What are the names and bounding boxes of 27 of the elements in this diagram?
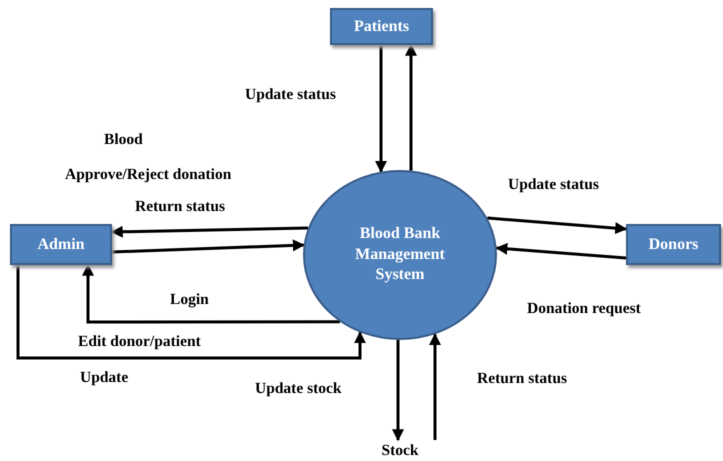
process-circle [303,170,497,340]
edge-label: Edit donor/patient [78,333,201,351]
arrow [112,239,305,254]
arrow [487,216,628,234]
node-label: Donors [648,236,698,254]
node-label: Blood Bank Management System [354,224,446,286]
arrow [495,242,626,260]
arrow [16,265,366,360]
edge-label: Update status [245,86,336,104]
node-label: Admin [37,236,85,254]
arrow [82,264,340,324]
arrow [392,340,404,442]
edge-label: Login [170,291,209,309]
arrow [110,226,308,238]
arrow [405,44,417,171]
edge-label: Donation request [527,300,641,318]
node-label: Patients [354,18,410,36]
entity-label: Stock [360,440,440,461]
arrow [375,45,387,173]
arrow [429,333,441,440]
entity-box [10,224,112,265]
flow-label: Update [80,369,128,387]
flow-label: Approve/Reject donation [65,166,232,184]
entity-box [330,8,433,45]
entity-box [626,224,721,265]
edge-label: Update stock [255,380,342,398]
edge-label: Update status [508,176,599,194]
